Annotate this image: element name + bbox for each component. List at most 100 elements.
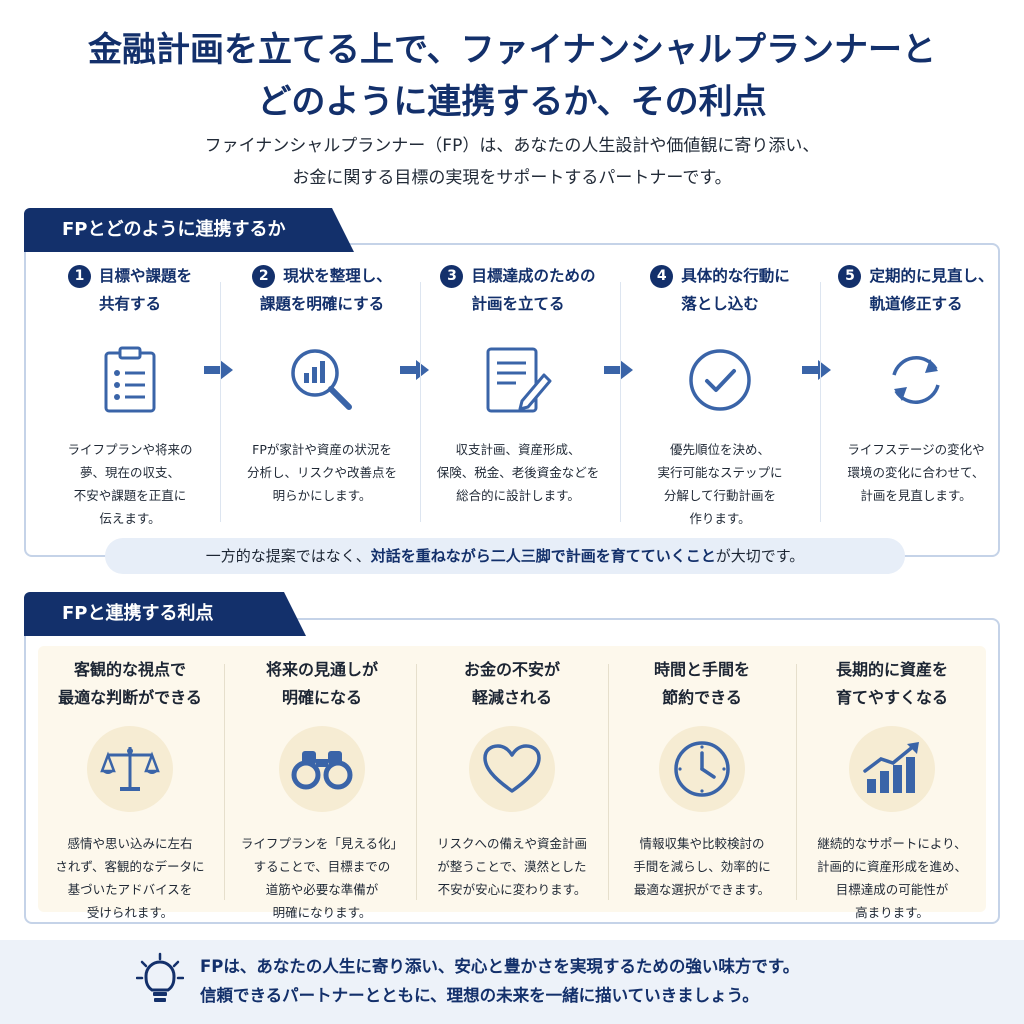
subtitle-line-1: ファイナンシャルプランナー（FP）は、あなたの人生設計や価値観に寄り添い、 bbox=[204, 136, 820, 156]
benefit-objective-view: 客観的な視点で 最適な判断ができる 感情や思い込みに左右 されず、客観的なデータ… bbox=[38, 656, 222, 920]
desc-line: 道筋や必要な準備が bbox=[265, 882, 379, 897]
benefit-heading-line: 節約できる bbox=[662, 688, 742, 707]
desc-line: 伝えます。 bbox=[99, 511, 161, 526]
clock-icon bbox=[659, 726, 745, 812]
desc-line: FPが家計や資産の状況を bbox=[252, 442, 392, 457]
refresh-cycle-icon bbox=[826, 344, 1006, 416]
dialogue-callout: 一方的な提案ではなく、対話を重ねながら二人三脚で計画を育てていくことが大切です。 bbox=[105, 538, 905, 574]
step-number-badge: 1 bbox=[67, 265, 91, 288]
step-heading-line: 計画を立てる bbox=[471, 295, 565, 313]
desc-line: 不安が安心に変わります。 bbox=[437, 882, 587, 897]
desc-line: 目標達成の可能性が bbox=[835, 882, 949, 897]
arrow-right-icon bbox=[400, 360, 429, 380]
step-number-badge: 5 bbox=[838, 265, 862, 288]
footer-line-1: FPは、あなたの人生に寄り添い、安心と豊かさを実現するための強い味方です。 bbox=[200, 957, 800, 976]
step-heading-line: 定期的に見直し、 bbox=[869, 267, 994, 285]
benefits-section-tab: FPと連携する利点 bbox=[24, 592, 306, 636]
step-2: 2 現状を整理し、 課題を明確にする FPが家計や資産の状況を 分析し、リスクや改… bbox=[232, 262, 412, 524]
callout-emphasis: 対話を重ねながら二人三脚で計画を育てていくこと bbox=[370, 547, 716, 565]
step-number-badge: 2 bbox=[252, 265, 276, 288]
desc-line: 基づいたアドバイスを bbox=[67, 882, 193, 897]
benefit-heading-line: 将来の見通しが bbox=[265, 660, 378, 679]
benefit-heading-line: 最適な判断ができる bbox=[58, 688, 202, 707]
desc-line: 収支計画、資産形成、 bbox=[455, 442, 581, 457]
arrow-right-icon bbox=[802, 360, 831, 380]
desc-line: 作ります。 bbox=[689, 511, 751, 526]
step-3-description: 収支計画、資産形成、 保険、税金、老後資金などを 総合的に設計します。 bbox=[428, 438, 608, 507]
benefit-heading: お金の不安が 軽減される bbox=[420, 656, 604, 716]
step-5: 5 定期的に見直し、 軌道修正する ライフステージの変化や 環境の変化に合わせて、… bbox=[826, 262, 1006, 524]
callout-text: 一方的な提案ではなく、 bbox=[205, 547, 371, 565]
step-heading-line: 具体的な行動に bbox=[681, 267, 790, 285]
growth-chart-icon bbox=[849, 726, 935, 812]
callout-text: が大切です。 bbox=[715, 547, 805, 565]
benefit-heading: 長期的に資産を 育てやすくなる bbox=[800, 656, 984, 716]
divider bbox=[420, 282, 421, 522]
lightbulb-icon bbox=[136, 952, 184, 1002]
desc-line: ライフプランや将来の bbox=[67, 442, 193, 457]
benefit-description: 情報収集や比較検討の 手間を減らし、効率的に 最適な選択ができます。 bbox=[610, 832, 794, 901]
desc-line: 明確になります。 bbox=[272, 905, 372, 920]
step-4-description: 優先順位を決め、 実行可能なステップに 分解して行動計画を 作ります。 bbox=[630, 438, 810, 530]
desc-line: 計画を見直します。 bbox=[860, 488, 972, 503]
desc-line: ライフプランを「見える化」 bbox=[240, 836, 404, 851]
step-heading-line: 共有する bbox=[98, 295, 161, 313]
desc-line: 受けられます。 bbox=[86, 905, 174, 920]
heart-icon bbox=[469, 726, 555, 812]
step-heading-line: 課題を明確にする bbox=[259, 295, 385, 313]
desc-line: 情報収集や比較検討の bbox=[639, 836, 765, 851]
title-line-1: 金融計画を立てる上で、ファイナンシャルプランナーと bbox=[88, 30, 936, 70]
desc-line: 分解して行動計画を bbox=[663, 488, 777, 503]
arrow-right-icon bbox=[604, 360, 633, 380]
step-heading-line: 軌道修正する bbox=[869, 295, 963, 313]
desc-line: 実行可能なステップに bbox=[657, 465, 783, 480]
benefit-heading-line: お金の不安が bbox=[463, 660, 560, 679]
subtitle-line-2: お金に関する目標の実現をサポートするパートナーです。 bbox=[292, 168, 732, 188]
desc-line: 優先順位を決め、 bbox=[669, 442, 770, 457]
divider bbox=[820, 282, 821, 522]
benefit-heading-line: 軽減される bbox=[471, 688, 552, 707]
benefit-grow-assets: 長期的に資産を 育てやすくなる 継続的なサポートにより、 計画的に資産形成を進め… bbox=[800, 656, 984, 920]
page-subtitle: ファイナンシャルプランナー（FP）は、あなたの人生設計や価値観に寄り添い、 お金… bbox=[0, 130, 1024, 194]
desc-line: されず、客観的なデータに bbox=[55, 859, 205, 874]
benefit-heading-line: 客観的な視点で bbox=[73, 660, 186, 679]
benefit-description: 継続的なサポートにより、 計画的に資産形成を進め、 目標達成の可能性が 高まりま… bbox=[800, 832, 984, 924]
page-title: 金融計画を立てる上で、ファイナンシャルプランナーと どのように連携するか、その利… bbox=[0, 24, 1024, 128]
desc-line: リスクへの備えや資金計画 bbox=[436, 836, 587, 851]
arrow-right-icon bbox=[204, 360, 233, 380]
step-2-description: FPが家計や資産の状況を 分析し、リスクや改善点を 明らかにします。 bbox=[232, 438, 412, 507]
binoculars-icon bbox=[279, 726, 365, 812]
desc-line: 分析し、リスクや改善点を bbox=[246, 465, 397, 480]
check-circle-icon bbox=[630, 344, 810, 416]
benefit-heading: 将来の見通しが 明確になる bbox=[230, 656, 414, 716]
benefit-heading: 時間と手間を 節約できる bbox=[610, 656, 794, 716]
desc-line: 継続的なサポートにより、 bbox=[817, 836, 967, 851]
desc-line: ライフステージの変化や bbox=[847, 442, 985, 457]
desc-line: 最適な選択ができます。 bbox=[633, 882, 771, 897]
step-heading-line: 現状を整理し、 bbox=[283, 267, 392, 285]
benefit-heading-line: 育てやすくなる bbox=[835, 688, 948, 707]
benefit-heading-line: 時間と手間を bbox=[653, 660, 750, 679]
desc-line: 感情や思い込みに左右 bbox=[67, 836, 193, 851]
benefit-description: リスクへの備えや資金計画 が整うことで、漠然とした 不安が安心に変わります。 bbox=[420, 832, 604, 901]
collaboration-panel bbox=[24, 243, 1000, 557]
desc-line: 保険、税金、老後資金などを bbox=[436, 465, 600, 480]
step-5-description: ライフステージの変化や 環境の変化に合わせて、 計画を見直します。 bbox=[826, 438, 1006, 507]
benefit-description: ライフプランを「見える化」 することで、目標までの 道筋や必要な準備が 明確にな… bbox=[230, 832, 414, 924]
benefit-heading-line: 明確になる bbox=[281, 688, 362, 707]
desc-line: が整うことで、漠然とした bbox=[437, 859, 587, 874]
step-heading-line: 目標達成のための bbox=[471, 267, 596, 285]
step-5-heading: 5 定期的に見直し、 軌道修正する bbox=[826, 262, 1006, 322]
desc-line: 計画的に資産形成を進め、 bbox=[816, 859, 967, 874]
divider bbox=[416, 664, 417, 900]
benefit-description: 感情や思い込みに左右 されず、客観的なデータに 基づいたアドバイスを 受けられま… bbox=[38, 832, 222, 924]
divider bbox=[608, 664, 609, 900]
footer-banner bbox=[0, 940, 1024, 1024]
desc-line: 環境の変化に合わせて、 bbox=[847, 465, 985, 480]
desc-line: 明らかにします。 bbox=[272, 488, 372, 503]
scale-balance-icon bbox=[87, 726, 173, 812]
